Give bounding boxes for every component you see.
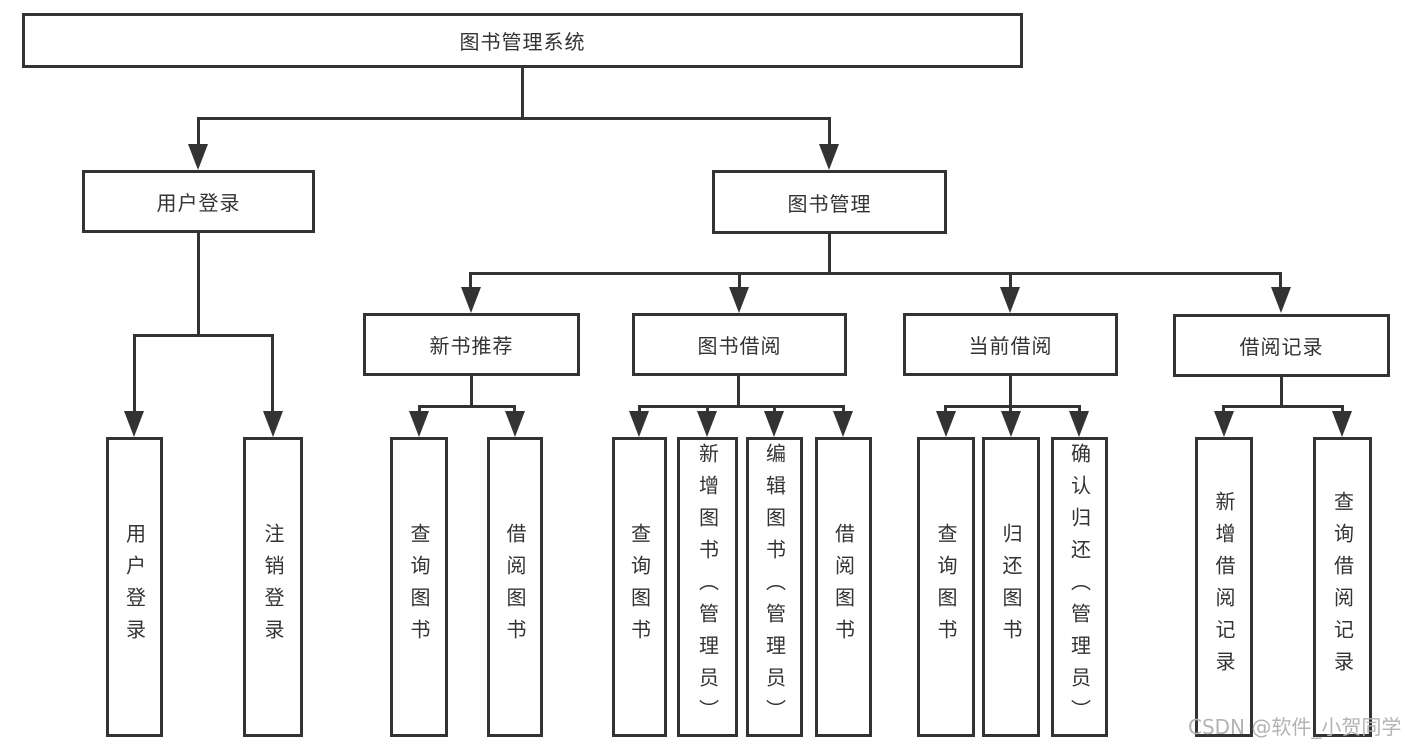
connector-line <box>418 405 421 413</box>
arrowhead <box>461 287 481 313</box>
connector-line <box>469 272 472 289</box>
connector-line <box>828 117 831 146</box>
leaf-query-borrow-record: 查询借阅记录 <box>1313 437 1372 737</box>
connector-line <box>1222 405 1225 413</box>
connector-line <box>1009 405 1012 413</box>
node-root-label: 图书管理系统 <box>459 30 586 54</box>
connector-line <box>1009 272 1012 289</box>
node-new-book-recommend: 新书推荐 <box>363 313 580 376</box>
leaf-return-book: 归还图书 <box>982 437 1040 737</box>
node-book-management: 图书管理 <box>712 170 947 234</box>
arrowhead <box>505 411 525 437</box>
arrowhead <box>124 411 144 437</box>
connector-line <box>521 68 524 120</box>
node-borrow-records: 借阅记录 <box>1173 314 1390 377</box>
connector-line <box>828 234 831 274</box>
arrowhead <box>629 411 649 437</box>
leaf-return-book-label: 归还图书 <box>999 523 1023 651</box>
arrowhead <box>409 411 429 437</box>
connector-line <box>1280 377 1283 408</box>
connector-line <box>271 334 274 413</box>
leaf-user-login-label: 用户登录 <box>122 523 147 651</box>
leaf-add-book-admin-label: 新增图书（管理员） <box>695 443 720 731</box>
connector-line <box>133 334 274 337</box>
connector-line <box>738 272 741 289</box>
arrowhead <box>263 411 283 437</box>
arrowhead <box>819 144 839 170</box>
watermark-text: CSDN @软件_小贺同学 <box>1188 715 1402 739</box>
connector-line <box>737 376 740 408</box>
connector-line <box>1279 272 1282 289</box>
leaf-logout-label: 注销登录 <box>261 523 285 651</box>
leaf-user-login: 用户登录 <box>106 437 163 737</box>
leaf-query-borrow-record-label: 查询借阅记录 <box>1330 491 1355 683</box>
arrowhead <box>1332 411 1352 437</box>
leaf-borrow-books: 借阅图书 <box>815 437 872 737</box>
connector-line <box>706 405 709 413</box>
connector-line <box>1222 405 1344 408</box>
leaf-borrow-books-recommend-label: 借阅图书 <box>503 523 527 651</box>
connector-line <box>944 405 1081 408</box>
leaf-edit-book-admin-label: 编辑图书（管理员） <box>762 443 787 731</box>
connector-line <box>513 405 516 413</box>
connector-line <box>197 233 200 335</box>
node-new-book-recommend-label: 新书推荐 <box>429 334 514 358</box>
leaf-edit-book-admin: 编辑图书（管理员） <box>746 437 803 737</box>
arrowhead <box>764 411 784 437</box>
connector-line <box>1078 405 1081 413</box>
arrowhead <box>1271 287 1291 313</box>
leaf-borrow-books-recommend: 借阅图书 <box>487 437 543 737</box>
connector-line <box>944 405 947 413</box>
connector-line <box>197 117 831 120</box>
leaf-add-borrow-record-label: 新增借阅记录 <box>1212 491 1236 683</box>
connector-line <box>469 272 1282 275</box>
node-current-borrow: 当前借阅 <box>903 313 1118 376</box>
connector-line <box>133 334 136 413</box>
leaf-query-books-current: 查询图书 <box>917 437 975 737</box>
connector-line <box>638 405 641 413</box>
leaf-confirm-return-admin: 确认归还（管理员） <box>1051 437 1108 737</box>
arrowhead <box>697 411 717 437</box>
leaf-confirm-return-admin-label: 确认归还（管理员） <box>1067 443 1092 731</box>
arrowhead <box>1000 287 1020 313</box>
arrowhead <box>1214 411 1234 437</box>
arrowhead <box>729 287 749 313</box>
leaf-query-books-current-label: 查询图书 <box>934 523 958 651</box>
leaf-borrow-books-label: 借阅图书 <box>831 523 856 651</box>
node-user-login-label: 用户登录 <box>156 191 241 215</box>
leaf-add-book-admin: 新增图书（管理员） <box>677 437 738 737</box>
connector-line <box>1009 376 1012 408</box>
connector-line <box>638 405 845 408</box>
leaf-query-books-recommend: 查询图书 <box>390 437 448 737</box>
node-current-borrow-label: 当前借阅 <box>968 334 1053 358</box>
leaf-query-books-borrow-label: 查询图书 <box>627 523 652 651</box>
connector-line <box>418 405 516 408</box>
node-root: 图书管理系统 <box>22 13 1023 68</box>
leaf-logout: 注销登录 <box>243 437 303 737</box>
arrowhead <box>833 411 853 437</box>
leaf-query-books-borrow: 查询图书 <box>612 437 667 737</box>
leaf-add-borrow-record: 新增借阅记录 <box>1195 437 1253 737</box>
connector-line <box>773 405 776 413</box>
node-book-management-label: 图书管理 <box>787 191 872 216</box>
node-borrow-records-label: 借阅记录 <box>1239 335 1324 359</box>
connector-line <box>1341 405 1344 413</box>
connector-line <box>197 117 200 146</box>
arrowhead <box>936 411 956 437</box>
arrowhead <box>1069 411 1089 437</box>
node-book-borrow-label: 图书借阅 <box>697 334 782 358</box>
connector-line <box>842 405 845 413</box>
leaf-query-books-recommend-label: 查询图书 <box>407 523 431 651</box>
arrowhead <box>1001 411 1021 437</box>
arrowhead <box>188 144 208 170</box>
node-user-login: 用户登录 <box>82 170 315 233</box>
connector-line <box>470 375 473 408</box>
node-book-borrow: 图书借阅 <box>632 313 847 376</box>
